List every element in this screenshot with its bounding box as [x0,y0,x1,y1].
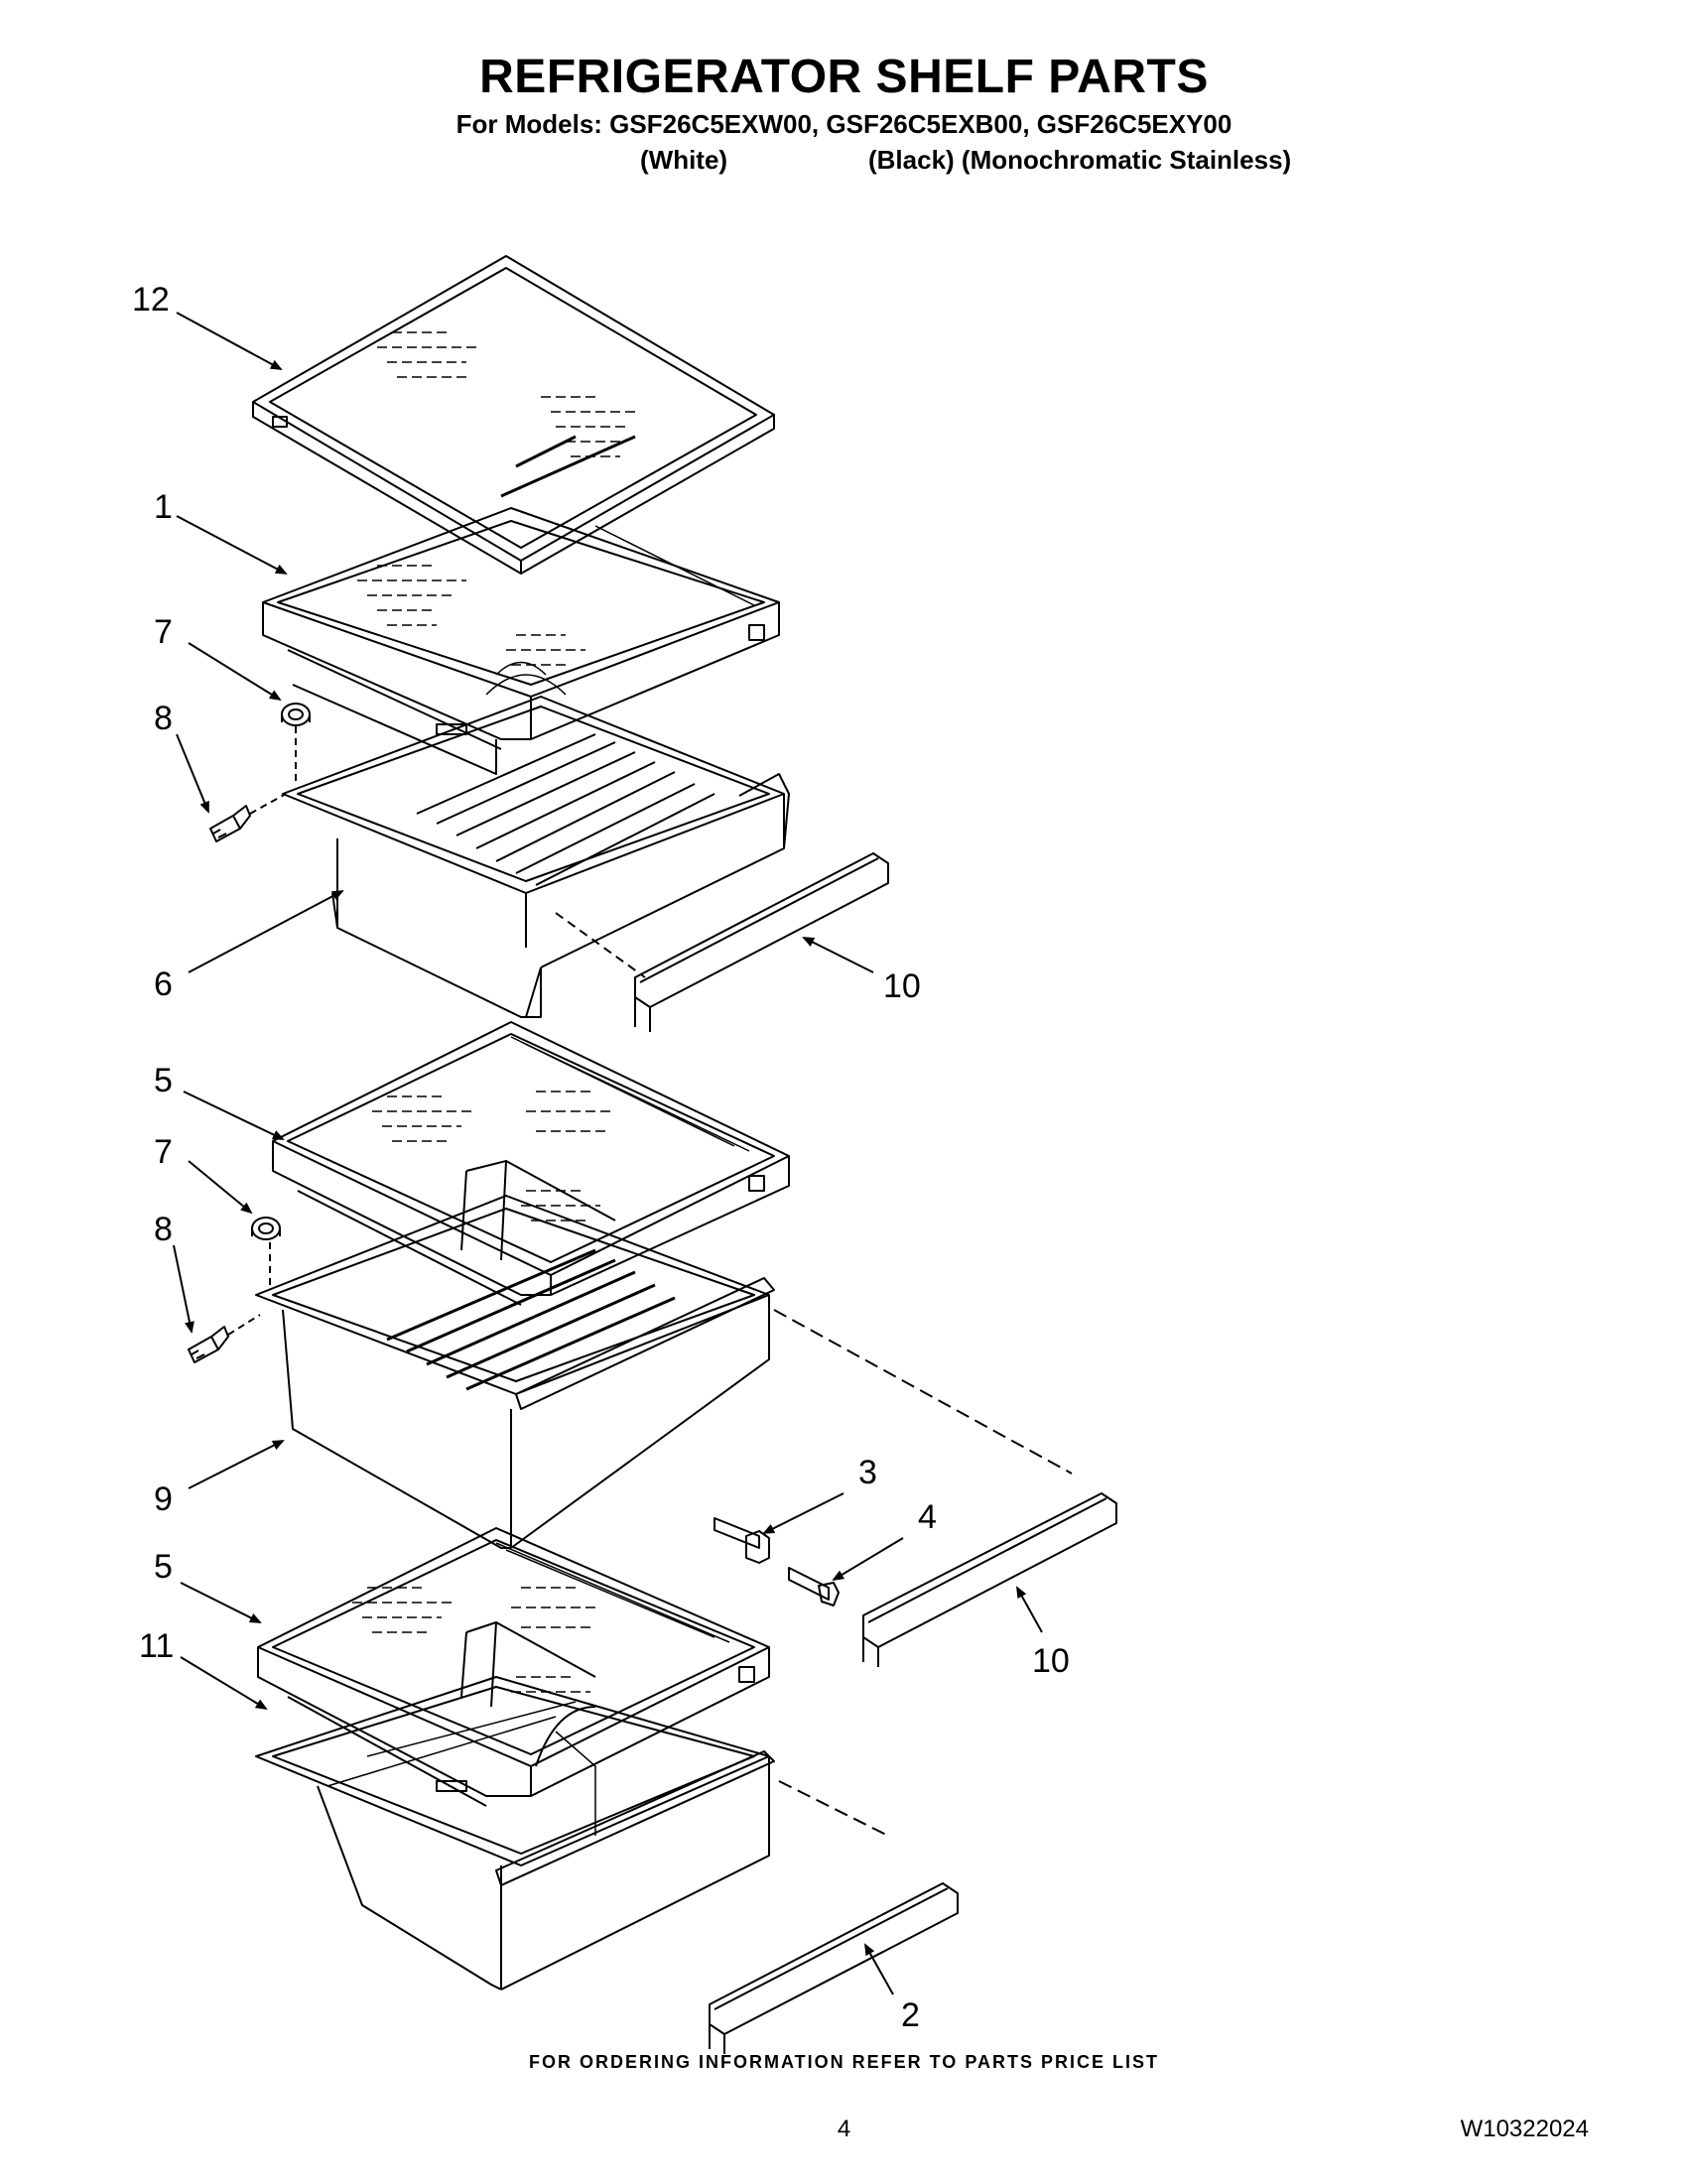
callout-8: 8 [154,700,173,737]
part-9-drawer [255,1195,775,1549]
page-title: REFRIGERATOR SHELF PARTS [479,51,1209,103]
variant-white: (White) [640,145,728,175]
callout-5: 5 [154,1548,173,1586]
part-5-shelf-lower [257,1527,770,1807]
callout-11: 11 [139,1627,174,1665]
part-8-screw-lower [188,1326,229,1363]
part-10-trim-upper [634,852,889,1032]
variant-black-stainless: (Black) (Monochromatic Stainless) [868,145,1292,175]
part-7-roller-upper [281,703,311,726]
callout-9: 9 [154,1480,173,1518]
callout-6: 6 [154,965,173,1003]
callout-7: 7 [154,613,173,651]
part-8-screw-upper [209,805,251,842]
callout-leaders [173,312,1043,1995]
callout-10: 10 [883,967,921,1005]
callout-10: 10 [1032,1642,1070,1680]
callout-2: 2 [901,1996,920,2034]
part-3-clip [714,1517,770,1564]
models-line: For Models: GSF26C5EXW00, GSF26C5EXB00, … [455,109,1233,139]
callout-7: 7 [154,1133,173,1171]
callout-4: 4 [918,1498,937,1536]
callout-8: 8 [154,1211,173,1248]
callout-numbers: 12 1 7 8 6 10 5 7 8 9 3 4 10 5 11 2 [132,281,1070,2034]
document-number: W10322024 [1460,2116,1589,2142]
part-6-drawer [282,696,790,1018]
part-7-roller-lower [251,1217,281,1240]
callout-1: 1 [154,488,173,526]
part-4-clip [788,1567,840,1606]
page-number: 4 [837,2116,851,2142]
callout-3: 3 [858,1454,877,1491]
part-2-trim [709,1882,959,2054]
part-10-trim-lower [862,1492,1117,1667]
ordering-note: FOR ORDERING INFORMATION REFER TO PARTS … [528,2052,1159,2072]
part-1-shelf [262,507,780,775]
part-11-drawer [255,1676,775,1991]
callout-5: 5 [154,1062,173,1099]
callout-12: 12 [132,281,170,319]
part-12-shelf [252,255,775,575]
part-5-shelf-upper [272,1021,790,1306]
